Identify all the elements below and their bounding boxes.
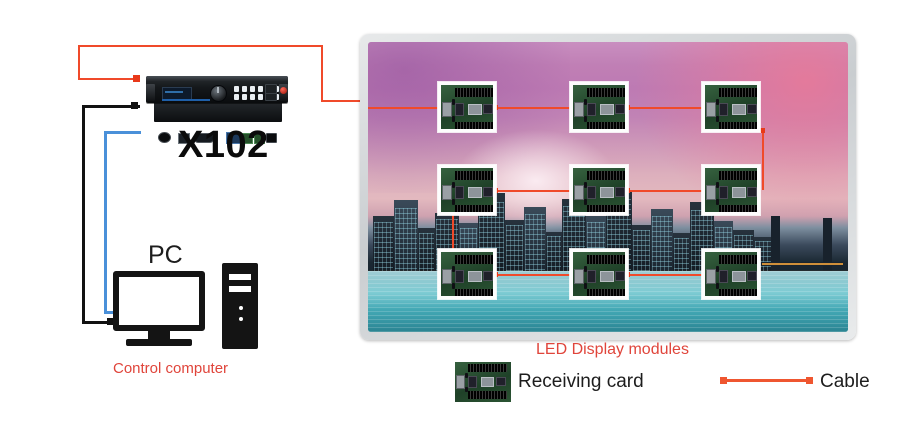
link-in-to-r1c1 <box>368 107 454 109</box>
legend-receiving-card-label: Receiving card <box>518 371 644 392</box>
led-panel-screen-image <box>368 42 848 332</box>
device-dvi-port <box>226 132 241 144</box>
blue-cable-pc-segment <box>104 311 116 314</box>
black-cable-device-endpoint <box>131 102 138 109</box>
device-rack-ear-left <box>146 84 155 101</box>
black-cable-vertical <box>82 105 85 322</box>
blue-cable-top-segment <box>104 131 141 134</box>
link-r2c1-to-r3c1 <box>452 212 454 274</box>
device-side-button-b[interactable] <box>265 93 277 101</box>
device-vga-port <box>194 133 214 143</box>
device-front-panel <box>146 76 288 103</box>
device-power-led <box>280 87 287 94</box>
receiving-card-r3c2[interactable] <box>570 249 628 299</box>
led-display-panel <box>360 34 856 340</box>
receiving-card-r2c3[interactable] <box>702 165 760 215</box>
pc-tower-drive-bay-1 <box>229 274 251 280</box>
link-r3c2-to-r3c3 <box>628 274 718 276</box>
legend-cable-line <box>724 379 810 382</box>
receiving-card-r1c1[interactable] <box>438 82 496 132</box>
receiving-card-r3c3[interactable] <box>702 249 760 299</box>
receiving-card-r2c1[interactable] <box>438 165 496 215</box>
bridge-silhouette <box>761 210 844 277</box>
pc-label: PC <box>148 241 183 269</box>
pc-tower-led-1 <box>239 306 243 310</box>
black-cable-pc-endpoint <box>107 318 114 325</box>
x102-label: X102 <box>178 124 269 166</box>
pc-monitor-icon <box>113 271 205 331</box>
device-green-port-2 <box>254 133 265 144</box>
legend-cable-endpoint-left <box>720 377 727 384</box>
red-cable-right-down <box>321 45 323 101</box>
legend-cable-endpoint-right <box>806 377 813 384</box>
legend-cable-label: Cable <box>820 371 870 392</box>
legend-receiving-card-icon <box>455 362 513 402</box>
red-cable-top-segment <box>78 45 323 47</box>
link-r2c2-to-r2c1 <box>498 190 586 192</box>
receiving-card-r2c2[interactable] <box>570 165 628 215</box>
link-r1c2-to-r1c3 <box>628 107 718 109</box>
pc-tower-drive-bay-2 <box>229 286 251 292</box>
device-green-port-1 <box>242 133 253 144</box>
control-computer-label: Control computer <box>113 360 229 377</box>
pc-tower-icon <box>222 263 258 349</box>
pc-tower-led-2 <box>239 317 243 321</box>
x102-video-processor[interactable] <box>140 76 288 144</box>
pc-monitor-stand <box>148 331 170 342</box>
link-r1c1-to-r1c2 <box>496 107 586 109</box>
device-accent-stripe <box>162 99 210 101</box>
black-cable-device-segment <box>82 105 140 108</box>
receiving-card-r1c3[interactable] <box>702 82 760 132</box>
blue-cable-vertical <box>104 131 107 313</box>
device-rear-panel <box>154 102 282 144</box>
pc-monitor-base <box>126 339 192 346</box>
black-cable-pc-segment <box>82 321 112 324</box>
red-cable-to-device <box>78 78 140 80</box>
receiving-card-r1c2[interactable] <box>570 82 628 132</box>
red-cable-device-endpoint <box>133 75 140 82</box>
device-aux-port <box>266 133 277 143</box>
receiving-card-r3c1[interactable] <box>438 249 496 299</box>
link-r1c3-to-r2c3 <box>762 130 764 190</box>
device-rotary-knob[interactable] <box>210 85 227 102</box>
led-display-modules-label: LED Display modules <box>536 341 689 358</box>
link-r3c1-to-r3c2 <box>496 274 586 276</box>
link-r2c3-to-r2c2 <box>630 190 718 192</box>
device-rj45-port-1 <box>178 133 190 144</box>
red-cable-left-down <box>78 45 80 79</box>
device-power-socket <box>158 132 171 143</box>
